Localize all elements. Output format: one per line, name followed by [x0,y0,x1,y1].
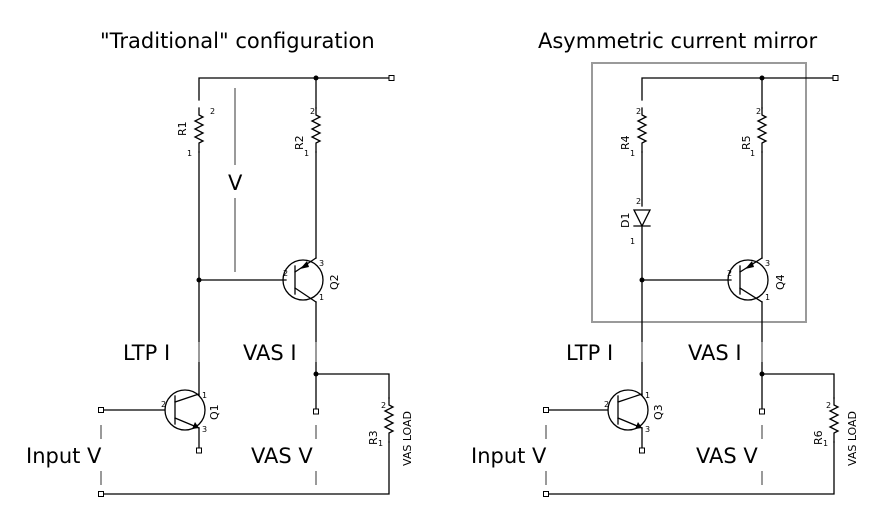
q1-pin-1: 1 [202,391,207,400]
q4-ref-label: Q4 [774,274,787,290]
q1-pin-2: 2 [161,400,166,409]
q1-pin-3: 3 [202,425,207,434]
r3-value-label: VAS LOAD [401,411,414,466]
r4-ref-label: R4 [619,135,632,150]
asymmetric-current-mirror: Asymmetric current mirror R4 2 1 D1 2 1 [471,29,859,497]
q3-transistor: Q3 2 1 3 [604,389,665,434]
r1-pin-1: 1 [187,149,192,158]
d1-ref-label: D1 [619,213,632,228]
q2-base-junction [196,277,202,283]
q2-ref-label: Q2 [328,274,341,290]
r3-pin-2: 2 [381,401,386,410]
vas-i-label-right: VAS I [688,341,742,365]
q4-transistor: Q4 2 3 1 [727,257,787,303]
r2-pin-1: 1 [304,149,309,158]
q4-pin-1: 1 [765,293,770,302]
q1-transistor: Q1 2 1 3 [161,389,221,434]
r5-ref-label: R5 [740,135,753,150]
r1-pin-2: 2 [210,107,215,116]
r6-pin-2: 2 [826,401,831,410]
input-v-label-left: Input V [26,444,102,468]
d1-pin-2: 2 [636,197,641,206]
r2-pin-2: 2 [310,107,315,116]
right-title: Asymmetric current mirror [538,29,817,53]
q3-emitter-terminal [639,447,645,454]
d1-pin-1: 1 [630,237,635,246]
vas-i-label-left: VAS I [243,341,297,365]
right-supply-rail [641,77,837,101]
r4-pin-2: 2 [636,107,641,116]
right-ground-terminal [543,491,549,497]
r5-pin-1: 1 [750,149,755,158]
r2-ref-label: R2 [293,135,306,150]
r6-pin-1: 1 [823,439,828,448]
left-ground-rail [100,441,390,495]
q4-pin-3: 3 [765,259,770,268]
r3-ref-label: R3 [367,430,380,445]
q3-pin-1: 1 [645,391,650,400]
q3-ref-label: Q3 [652,404,665,420]
q1-emitter-terminal [196,447,202,454]
r1-resistor: R1 2 1 [176,107,215,158]
r1-ref-label: R1 [176,121,189,136]
input-terminal-right [543,407,549,413]
q2-transistor: Q2 2 3 1 [282,257,341,303]
vas-v-terminal-right [759,408,765,415]
current-mirror-box [591,62,807,323]
ltp-i-label-left: LTP I [123,341,170,365]
traditional-configuration: "Traditional" configuration R1 2 1 V R2 … [26,29,414,497]
v-label: V [228,171,243,195]
r5-pin-2: 2 [756,107,761,116]
q3-pin-3: 3 [645,425,650,434]
vas-load-wire-right [761,373,835,399]
left-supply-terminal [388,75,395,81]
q2-pin-3: 3 [319,259,324,268]
d1-diode: D1 2 1 [619,197,652,246]
r5-resistor: R5 2 1 [740,77,767,158]
q4-pin-2: 2 [727,269,732,278]
input-v-label-right: Input V [471,444,547,468]
left-title: "Traditional" configuration [100,29,375,53]
right-ground-rail [545,441,835,495]
vas-v-label-left: VAS V [251,444,313,468]
right-supply-terminal [832,75,839,81]
left-supply-rail [198,77,393,101]
vas-v-terminal-left [313,408,319,415]
q3-pin-2: 2 [604,400,609,409]
input-terminal-left [98,407,104,413]
r3-pin-1: 1 [378,439,383,448]
r4-pin-1: 1 [630,149,635,158]
r6-ref-label: R6 [812,430,825,445]
q2-pin-2: 2 [283,269,288,278]
q4-base-junction [639,277,645,283]
vas-v-label-right: VAS V [696,444,758,468]
q1-ref-label: Q1 [208,404,221,420]
vas-load-wire-left [315,373,390,399]
q2-pin-1: 1 [319,293,324,302]
r4-resistor: R4 2 1 [619,107,647,158]
r6-resistor: R6 VAS LOAD 2 1 [812,397,859,466]
r6-value-label: VAS LOAD [846,411,859,466]
r3-resistor: R3 VAS LOAD 2 1 [367,397,414,466]
r2-resistor: R2 2 1 [293,77,321,158]
ltp-i-label-right: LTP I [566,341,613,365]
left-ground-terminal [98,491,104,497]
